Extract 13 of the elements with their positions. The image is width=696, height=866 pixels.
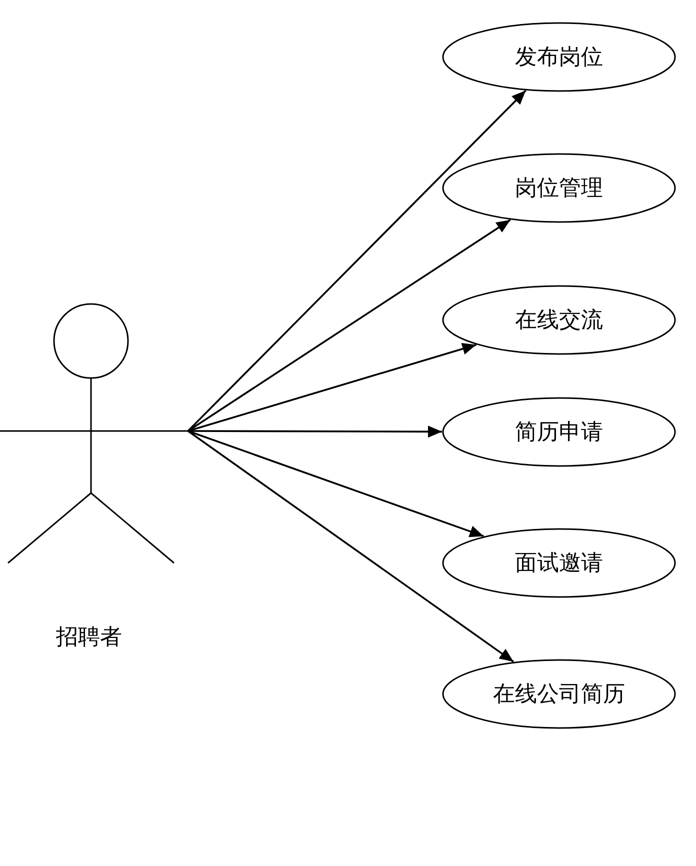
actor-name: 招聘者: [56, 624, 122, 652]
arrow: [188, 343, 477, 432]
arrow: [187, 90, 526, 432]
arrow: [188, 426, 442, 438]
arrow: [188, 430, 484, 538]
use-case-ellipse: 岗位管理: [442, 153, 676, 223]
use-case-ellipse: 在线公司简历: [442, 659, 676, 729]
arrow: [187, 430, 514, 662]
use-case-ellipse: 在线交流: [442, 285, 676, 355]
use-case-ellipse: 面试邀请: [442, 528, 676, 598]
use-case-ellipse: 发布岗位: [442, 22, 676, 92]
arrow: [188, 219, 511, 432]
use-case-ellipse: 简历申请: [442, 397, 676, 467]
